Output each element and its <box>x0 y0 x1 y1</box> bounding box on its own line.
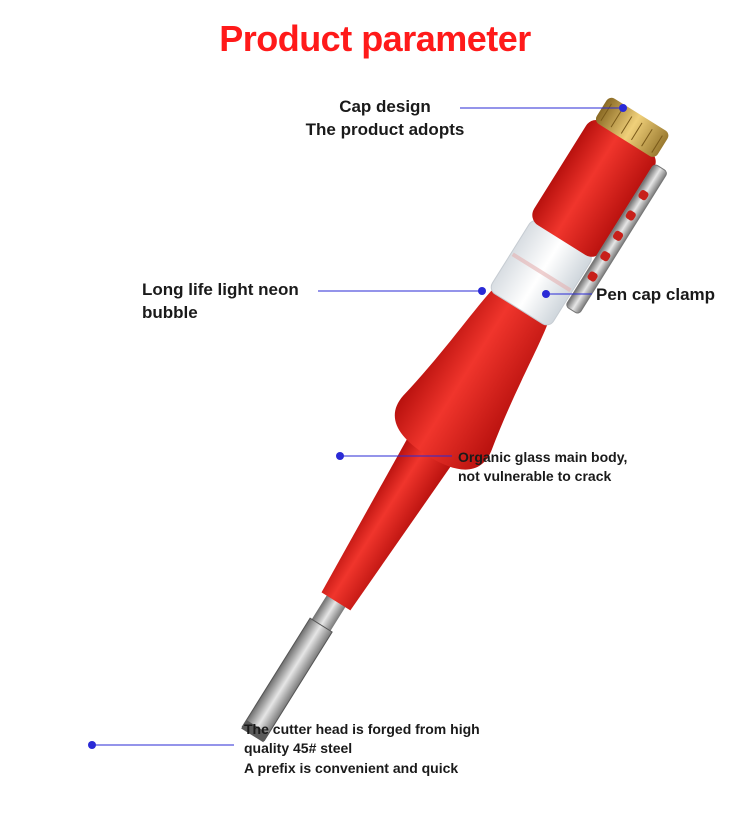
neon-bubble-label: Long life light neon bubble <box>142 278 299 325</box>
leader-clamp <box>542 290 592 298</box>
body-label-line: Organic glass main body, <box>458 449 628 465</box>
cutter-head <box>241 587 351 743</box>
pen-shaft <box>321 434 454 611</box>
pen-upper-body <box>532 119 656 257</box>
head-label-line: The cutter head is forged from high <box>244 721 480 737</box>
pen-cap-clamp-label: Pen cap clamp <box>596 283 715 306</box>
body-label-line: not vulnerable to crack <box>458 468 612 485</box>
page-title: Product parameter <box>219 18 531 59</box>
leader-head <box>88 741 234 749</box>
cap-label-line: Cap design <box>339 97 431 116</box>
cap-label-line: The product adopts <box>305 120 465 140</box>
pen-grip <box>394 287 549 470</box>
neon-label-line: Long life light neon <box>142 280 299 299</box>
leader-cap <box>460 104 627 112</box>
head-label-line: quality 45# steel <box>244 740 353 757</box>
head-label-line: A prefix is convenient and quick <box>244 759 459 776</box>
main-body-label: Organic glass main body, not vulnerable … <box>458 448 627 487</box>
leader-body <box>336 452 452 460</box>
leader-neon <box>318 287 486 295</box>
neon-label-line: bubble <box>142 303 198 323</box>
cap-design-label: Cap design The product adopts <box>300 95 470 142</box>
clamp-label-line: Pen cap clamp <box>596 285 716 304</box>
brass-cap <box>595 97 669 157</box>
pen-cap-clamp <box>566 164 667 314</box>
cutter-head-label: The cutter head is forged from high qual… <box>244 720 480 778</box>
